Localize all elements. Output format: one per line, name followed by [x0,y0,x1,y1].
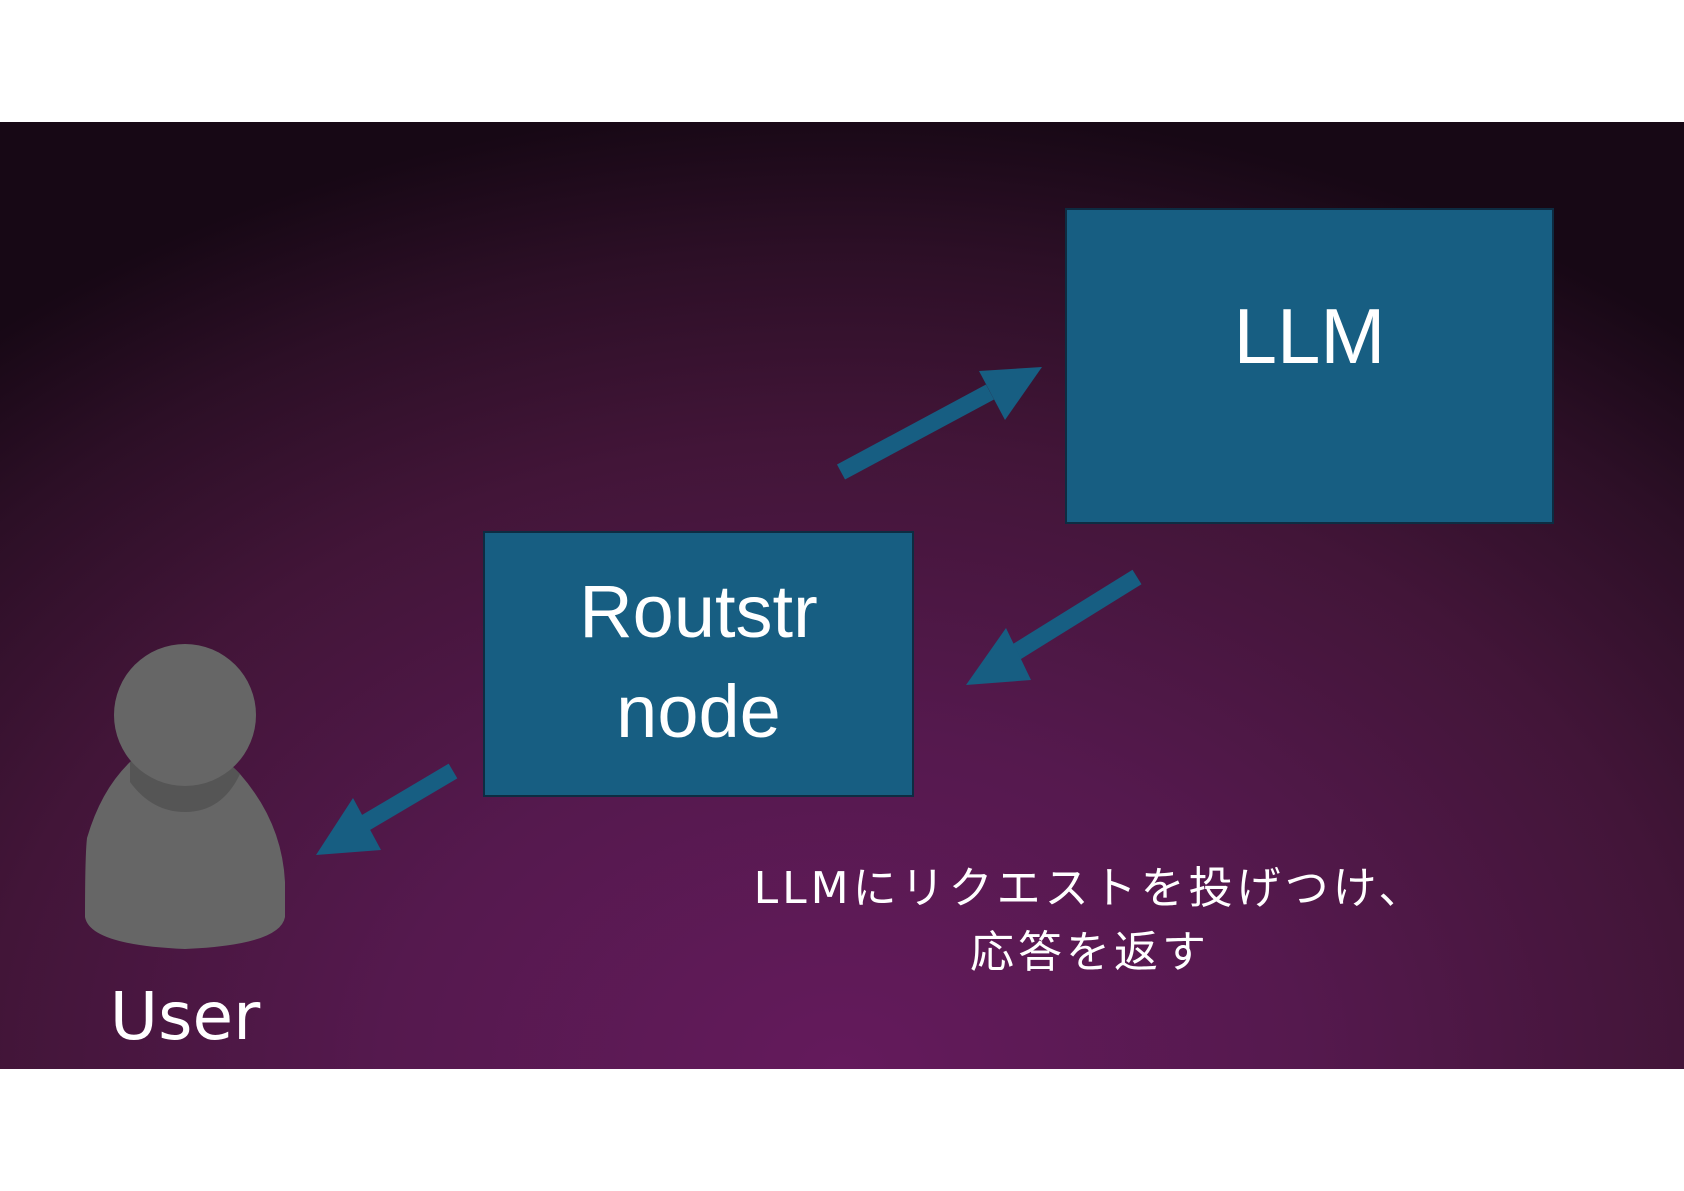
arrow-routstr-to-user-head [316,798,381,855]
arrow-llm-to-routstr [966,569,1142,685]
arrow-routstr-to-llm [836,367,1042,480]
llm-box-label: LLM [1233,292,1386,380]
routstr-node-box-label: Routstr node [579,562,818,762]
arrow-llm-to-routstr-head [966,628,1031,685]
arrow-routstr-to-llm-shaft [836,384,995,480]
routstr-label-line2: node [616,670,781,753]
llm-box: LLM [1065,208,1554,524]
caption-line1: LLMにリクエストを投げつけ、 [753,863,1427,914]
user-icon [85,644,285,949]
arrow-routstr-to-llm-head [979,367,1042,420]
arrows-layer [85,367,1142,949]
user-label: User [109,978,261,1055]
arrow-llm-to-routstr-shaft [995,569,1142,670]
arrow-routstr-to-user-shaft [350,763,458,837]
caption: LLMにリクエストを投げつけ、 応答を返す [690,857,1490,985]
slide: LLM Routstr node User LLMにリクエストを投げつけ、 応答… [0,122,1684,1069]
caption-line2: 応答を返す [970,927,1210,978]
arrow-routstr-to-user [316,763,458,855]
routstr-label-line1: Routstr [579,570,818,653]
routstr-node-box: Routstr node [483,531,914,797]
